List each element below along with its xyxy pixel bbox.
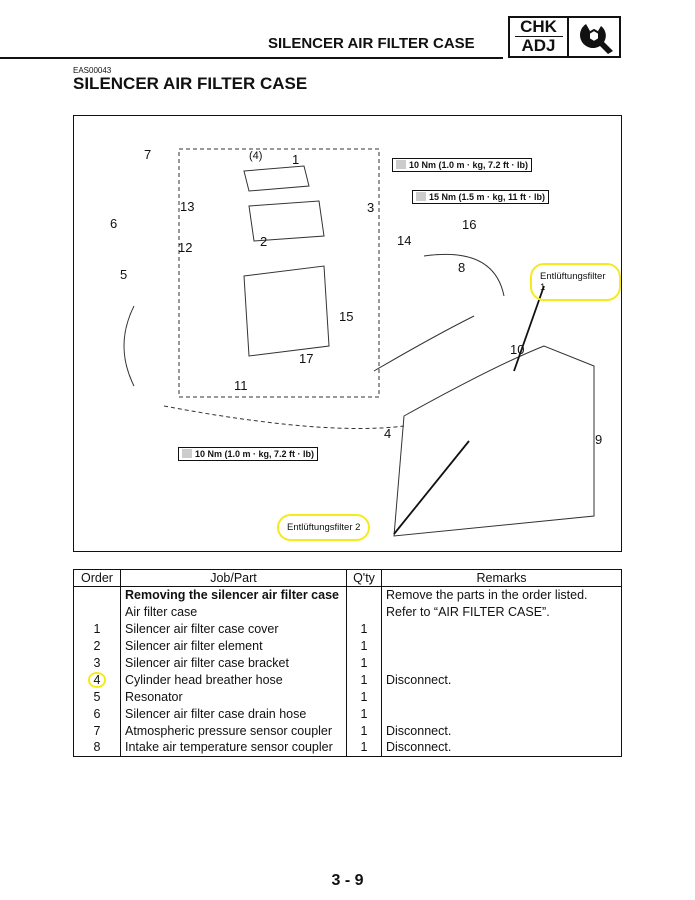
remarks-cell: Disconnect. bbox=[381, 671, 622, 689]
callout-12: 12 bbox=[178, 240, 193, 255]
callout-16: 16 bbox=[462, 217, 477, 232]
torque-wrench-icon bbox=[416, 192, 426, 201]
job-part-cell: Silencer air filter element bbox=[120, 637, 347, 655]
order-cell: 3 bbox=[93, 655, 101, 670]
order-cell: 5 bbox=[93, 689, 101, 704]
qty-cell: 1 bbox=[346, 637, 382, 655]
job-part-cell: Silencer air filter case bracket bbox=[120, 654, 347, 672]
remarks-cell: Disconnect. bbox=[381, 739, 622, 757]
callout-8: 8 bbox=[458, 260, 466, 275]
qty-cell: 1 bbox=[346, 620, 382, 638]
qty-cell: 1 bbox=[346, 739, 382, 757]
section-title: SILENCER AIR FILTER CASE bbox=[73, 74, 308, 93]
badge-top: CHK bbox=[514, 18, 563, 37]
order-cell: 7 bbox=[93, 723, 101, 738]
order-cell bbox=[74, 587, 121, 604]
job-part-cell: Removing the silencer air filter case bbox=[120, 586, 347, 604]
qty-cell bbox=[346, 603, 382, 621]
job-part-cell: Silencer air filter case drain hose bbox=[120, 705, 347, 723]
wrench-nut-icon bbox=[569, 18, 619, 56]
remarks-cell bbox=[381, 688, 622, 706]
torque-spec-2: 15 Nm (1.5 m · kg, 11 ft · lb) bbox=[412, 190, 550, 204]
qty-cell bbox=[346, 586, 382, 604]
torque-spec-3: 10 Nm (1.0 m · kg, 7.2 ft · lb) bbox=[178, 447, 319, 461]
qty-cell: 1 bbox=[346, 688, 382, 706]
job-part-cell: Atmospheric pressure sensor coupler bbox=[120, 722, 347, 740]
parts-table: Order Job/Part Q'ty Remarks Removing the… bbox=[73, 569, 622, 757]
table-header: Order Job/Part Q'ty Remarks bbox=[73, 569, 622, 587]
remarks-cell bbox=[381, 637, 622, 655]
table-row: Removing the silencer air filter case Rem… bbox=[74, 586, 622, 604]
remarks-cell bbox=[381, 705, 622, 723]
page-number: 3 - 9 bbox=[331, 872, 364, 889]
callout-17: 17 bbox=[299, 351, 314, 366]
remarks-cell bbox=[381, 654, 622, 672]
callout-7: 7 bbox=[144, 147, 152, 162]
qty-cell: 1 bbox=[346, 722, 382, 740]
torque-spec-1: 10 Nm (1.0 m · kg, 7.2 ft · lb) bbox=[392, 158, 533, 172]
job-part-cell: Cylinder head breather hose bbox=[120, 671, 347, 689]
callout-13: 13 bbox=[180, 199, 195, 214]
header-title: SILENCER AIR FILTER CASE bbox=[268, 35, 475, 52]
order-cell: 4 bbox=[74, 672, 121, 689]
callout-2: 2 bbox=[260, 234, 268, 249]
exploded-diagram: 7 (4) 1 13 3 16 6 2 14 12 8 5 15 10 17 1… bbox=[73, 115, 622, 552]
callout-10: 10 bbox=[510, 342, 525, 357]
remarks-cell: Disconnect. bbox=[381, 722, 622, 740]
order-cell: 2 bbox=[93, 638, 101, 653]
col-order: Order bbox=[73, 569, 121, 587]
diagram-drawing bbox=[123, 148, 595, 537]
callout-5: 5 bbox=[120, 267, 128, 282]
annotation-filter-1: Entlüftungsfilter 1 bbox=[530, 263, 621, 301]
remarks-cell bbox=[381, 620, 622, 638]
badge-bottom: ADJ bbox=[521, 36, 556, 55]
callout-11: 11 bbox=[234, 378, 248, 393]
callout-9: 9 bbox=[595, 432, 603, 447]
remarks-cell: Refer to “AIR FILTER CASE”. bbox=[381, 603, 622, 621]
annotation-filter-2: Entlüftungsfilter 2 bbox=[277, 514, 371, 541]
callout-15: 15 bbox=[339, 309, 354, 324]
qty-cell: 1 bbox=[346, 654, 382, 672]
header-rule bbox=[0, 57, 503, 59]
callout-6: 6 bbox=[110, 216, 118, 231]
order-cell bbox=[74, 604, 121, 621]
callout-14: 14 bbox=[397, 233, 412, 248]
job-part-cell: Air filter case bbox=[120, 603, 347, 621]
remarks-cell: Remove the parts in the order listed. bbox=[381, 586, 622, 604]
job-part-cell: Intake air temperature sensor coupler bbox=[120, 739, 347, 757]
torque-wrench-icon bbox=[396, 160, 406, 169]
highlight-circle: 4 bbox=[87, 672, 107, 688]
callout-4: 4 bbox=[384, 426, 392, 441]
callout-1: 1 bbox=[292, 152, 300, 167]
torque-wrench-icon bbox=[182, 449, 192, 458]
job-part-cell: Silencer air filter case cover bbox=[120, 620, 347, 638]
col-qty: Q'ty bbox=[346, 569, 382, 587]
callout-4-paren: (4) bbox=[249, 150, 263, 162]
order-cell: 8 bbox=[93, 740, 101, 755]
qty-cell: 1 bbox=[346, 671, 382, 689]
col-remarks: Remarks bbox=[381, 569, 622, 587]
job-part-cell: Resonator bbox=[120, 688, 347, 706]
order-cell: 6 bbox=[93, 706, 101, 721]
qty-cell: 1 bbox=[346, 705, 382, 723]
order-cell: 1 bbox=[93, 621, 101, 636]
table-row: Air filter case Refer to “AIR FILTER CASE… bbox=[74, 603, 622, 621]
col-job-part: Job/Part bbox=[120, 569, 347, 587]
section-code: EAS00043 bbox=[73, 66, 112, 75]
callout-3: 3 bbox=[367, 200, 375, 215]
